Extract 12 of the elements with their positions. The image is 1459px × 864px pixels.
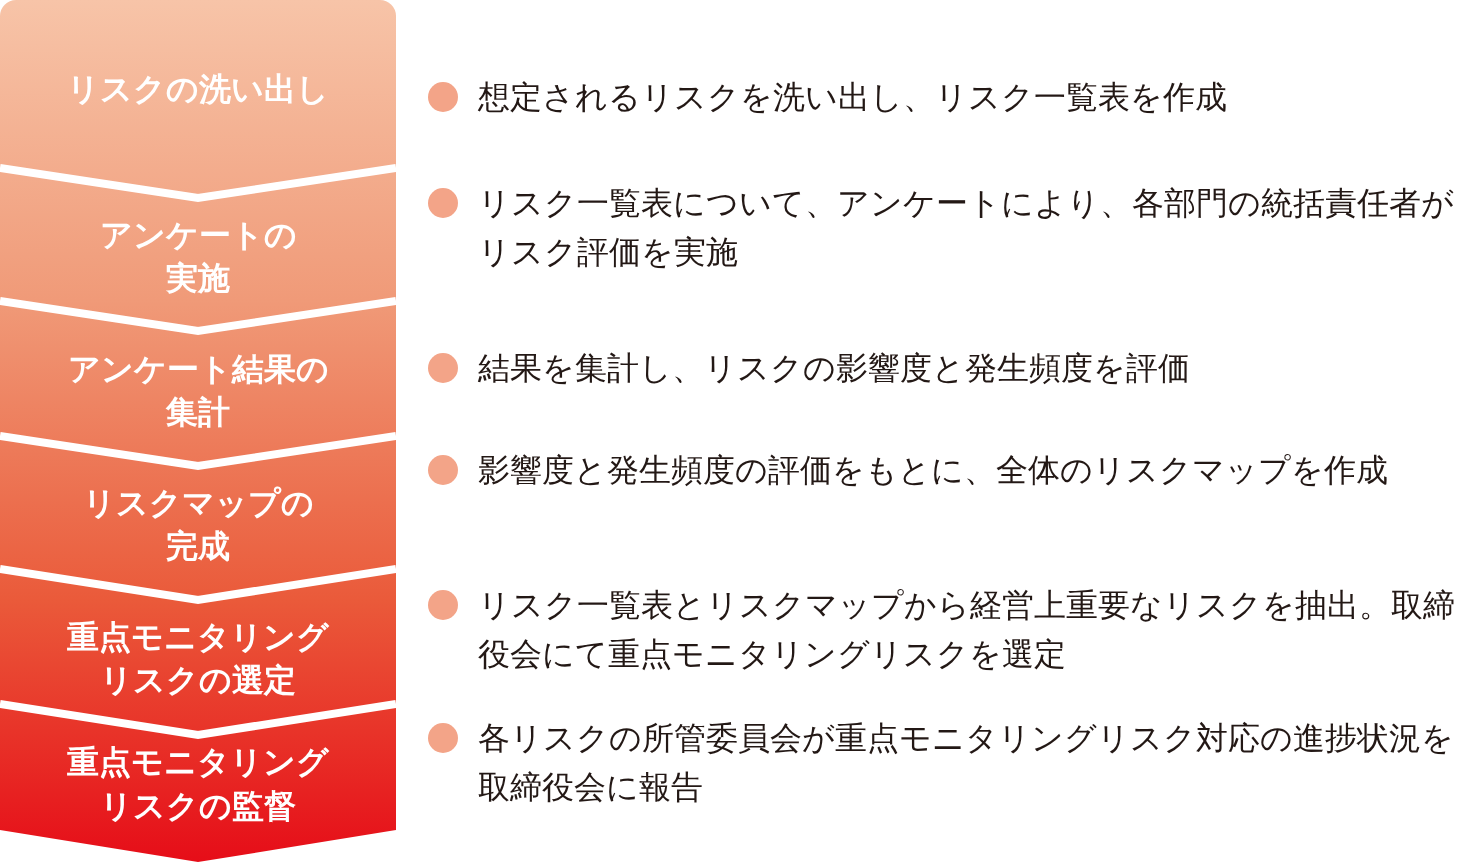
step-title: リスクの洗い出し: [66, 69, 330, 111]
step-description: 想定されるリスクを洗い出し、リスク一覧表を作成: [478, 78, 1228, 117]
step-description: リスク一覧表とリスクマップから経営上重要なリスクを抽出。取締役会にて重点モニタリングリスクを選定: [478, 586, 1456, 674]
step-description: 影響度と発生頻度の評価をもとに、全体のリスクマップを作成: [478, 451, 1389, 490]
step-description: 各リスクの所管委員会が重点モニタリングリスク対応の進捗状況を取締役会に報告: [478, 719, 1455, 807]
step-description: リスク一覧表について、アンケートにより、各部門の統括責任者がリスク評価を実施: [478, 184, 1455, 272]
step-description: 結果を集計し、リスクの影響度と発生頻度を評価: [478, 349, 1191, 388]
step-title: リスクマップの完成: [81, 482, 315, 567]
step-title: 重点モニタリングリスクの監督: [66, 742, 330, 827]
step-title: 重点モニタリングリスクの選定: [66, 616, 330, 701]
step-title: アンケートの実施: [98, 214, 298, 299]
step-title: アンケート結果の集計: [66, 348, 330, 433]
